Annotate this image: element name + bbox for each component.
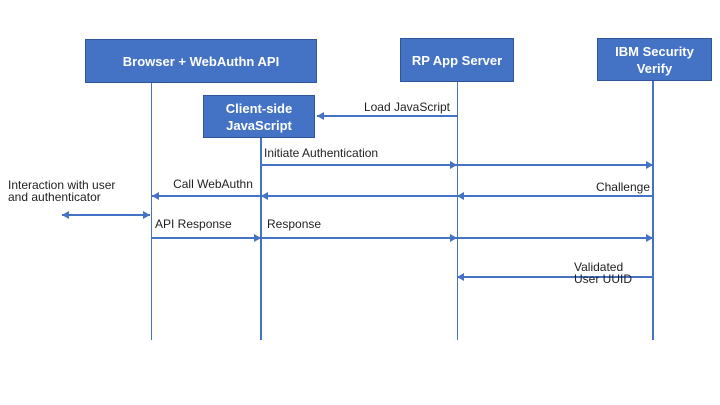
arrowhead-call-webauthn-left	[152, 191, 159, 200]
actor-ibm-security-verify: IBM Security Verify	[597, 38, 712, 81]
message-line-user-interaction	[62, 214, 150, 216]
arrowhead-api-response-right	[254, 233, 261, 242]
arrowhead-initiate-authentication-right	[450, 160, 457, 169]
message-label-response: Response	[267, 217, 322, 231]
arrowhead-validated-user-uuid-left	[457, 272, 464, 281]
message-line-initiate-authentication	[261, 164, 653, 166]
arrowhead-initiate-authentication-right	[646, 160, 653, 169]
message-label-validated-user-uuid: Validated User UUID	[574, 260, 633, 286]
arrowhead-user-interaction-right	[143, 210, 150, 219]
arrowhead-challenge-left	[261, 191, 268, 200]
lifeline-browser-webauthn-api	[150, 83, 153, 340]
message-line-api-response	[152, 237, 261, 239]
arrowhead-user-interaction-left	[62, 210, 69, 219]
arrowhead-challenge-left	[457, 191, 464, 200]
message-label-initiate-authentication: Initiate Authentication	[264, 146, 379, 160]
actor-rp-app-server: RP App Server	[400, 38, 514, 82]
message-line-call-webauthn	[152, 195, 261, 197]
arrowhead-response-right	[646, 233, 653, 242]
actor-client-side-javascript: Client-side JavaScript	[203, 95, 315, 138]
actor-label: IBM Security Verify	[615, 43, 694, 76]
message-label-user-interaction: Interaction with user and authenticator	[8, 178, 116, 204]
message-line-validated-user-uuid	[457, 276, 653, 278]
message-line-load-javascript	[317, 115, 457, 117]
message-label-challenge: Challenge	[595, 180, 650, 194]
lifeline-client-side-javascript	[260, 138, 262, 340]
message-label-api-response: API Response	[155, 217, 232, 231]
actor-label: RP App Server	[411, 52, 503, 68]
arrowhead-response-right	[450, 233, 457, 242]
message-label-load-javascript: Load JavaScript	[363, 100, 450, 114]
lifeline-ibm-security-verify	[652, 81, 654, 340]
message-label-call-webauthn: Call WebAuthn	[173, 177, 253, 191]
arrowhead-load-javascript-left	[317, 111, 324, 120]
actor-browser-webauthn-api: Browser + WebAuthn API	[85, 39, 317, 83]
actor-label: Client-side JavaScript	[225, 100, 293, 133]
lifeline-rp-app-server	[456, 82, 459, 340]
message-line-response	[261, 237, 653, 239]
actor-label: Browser + WebAuthn API	[122, 53, 280, 69]
